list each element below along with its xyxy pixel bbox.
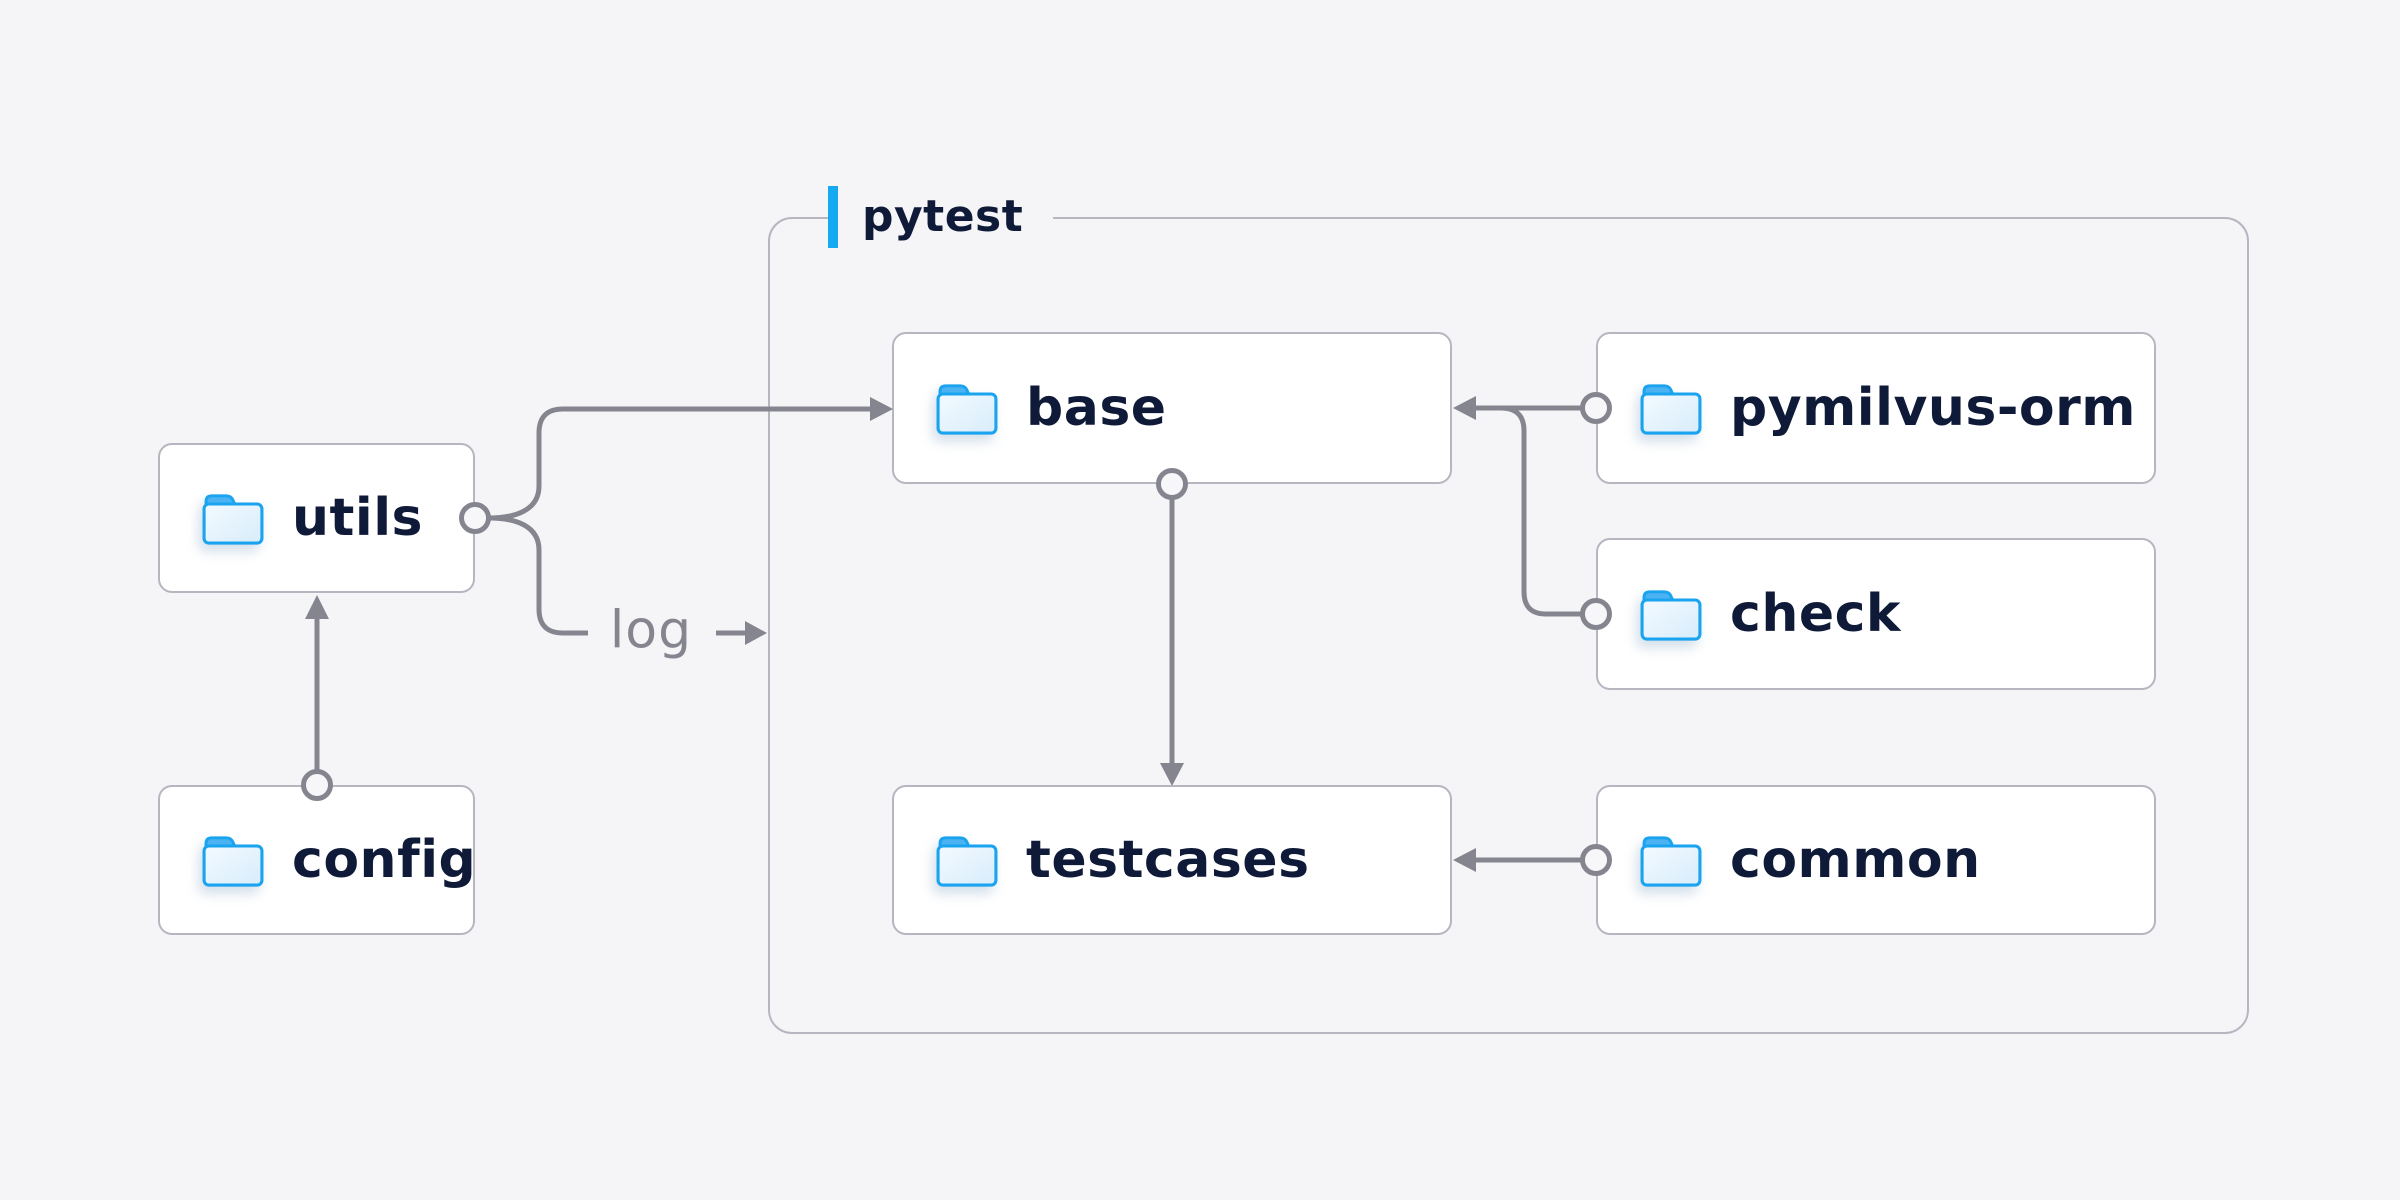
accent-bar [828,186,838,248]
node-base: base [892,332,1452,484]
node-config: config [158,785,477,935]
folder-icon [936,836,998,887]
node-common: common [1596,785,2156,935]
node-label: testcases [1026,830,1310,890]
arrowhead-into-utils-bottom [305,595,329,619]
folder-icon [202,836,264,887]
node-testcases: testcases [892,785,1452,935]
node-label: base [1026,378,1167,438]
node-utils: utils [158,443,475,593]
node-label: check [1730,584,1902,644]
node-label: common [1730,830,1981,890]
folder-icon [1640,384,1702,435]
pytest-container-label: pytest [828,186,1054,248]
folder-icon [1640,836,1702,887]
arrowhead-into-container [745,621,767,645]
node-label: pymilvus-orm [1730,378,2136,438]
pytest-label-text: pytest [862,191,1024,242]
edge-label-log: log [609,600,693,661]
folder-icon [1640,590,1702,641]
node-check: check [1596,538,2156,690]
node-pymilvus-orm: pymilvus-orm [1596,332,2156,484]
folder-icon [202,494,264,545]
edge-utils-to-log [488,515,588,636]
node-label: utils [292,488,423,548]
folder-icon [936,384,998,435]
node-label: config [292,830,477,890]
pytest-container [768,217,2249,1034]
